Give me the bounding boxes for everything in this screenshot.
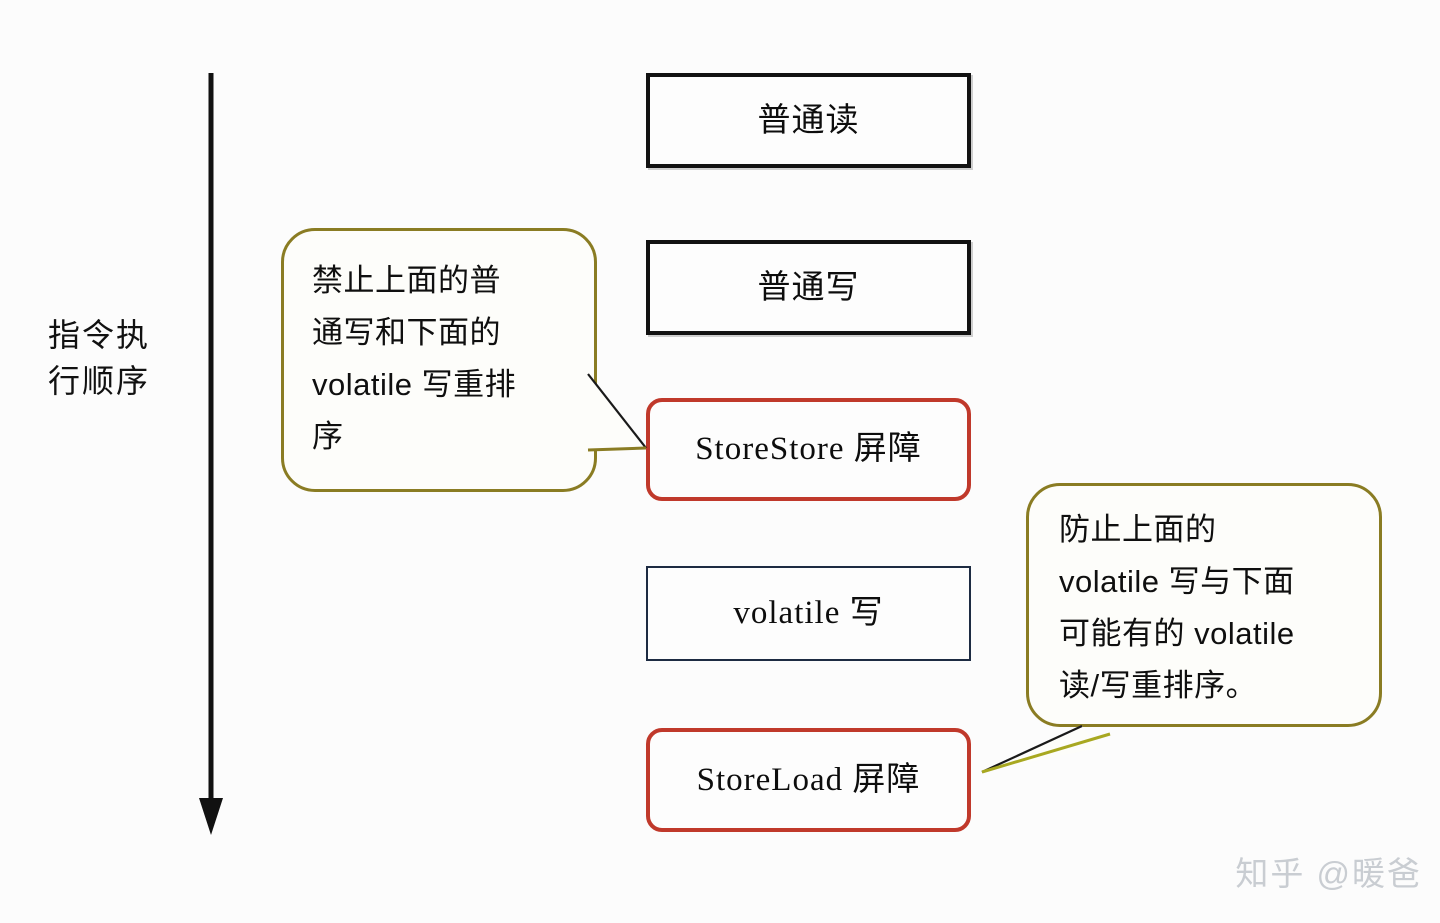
instruction-box-normal-write[interactable]: 普通写 bbox=[646, 240, 971, 335]
instruction-label: 普通写 bbox=[757, 268, 860, 306]
instruction-box-normal-read[interactable]: 普通读 bbox=[646, 73, 971, 168]
callout-storestore-note[interactable]: 禁止上面的普 通写和下面的 volatile 写重排 序 bbox=[281, 228, 597, 492]
instruction-label: 普通读 bbox=[757, 101, 860, 139]
callout-tail-right-icon bbox=[981, 725, 1111, 774]
callout-storeload-note[interactable]: 防止上面的 volatile 写与下面 可能有的 volatile 读/写重排序… bbox=[1026, 483, 1382, 727]
callout-text: 防止上面的 volatile 写与下面 可能有的 volatile 读/写重排序… bbox=[1059, 512, 1295, 703]
barrier-box-storestore[interactable]: StoreStore 屏障 bbox=[646, 398, 971, 501]
watermark: 知乎 @暖爸 bbox=[1235, 855, 1422, 892]
instruction-box-volatile-write[interactable]: volatile 写 bbox=[646, 566, 971, 661]
barrier-label: StoreStore 屏障 bbox=[695, 431, 922, 468]
instruction-label: volatile 写 bbox=[733, 595, 884, 632]
callout-tail-left-icon bbox=[587, 373, 647, 452]
callout-text: 禁止上面的普 通写和下面的 volatile 写重排 序 bbox=[312, 263, 517, 454]
execution-order-label: 指令执 行顺序 bbox=[48, 317, 151, 399]
execution-order-arrow-icon bbox=[199, 73, 223, 835]
barrier-box-storeload[interactable]: StoreLoad 屏障 bbox=[646, 728, 971, 832]
barrier-label: StoreLoad 屏障 bbox=[696, 761, 921, 798]
